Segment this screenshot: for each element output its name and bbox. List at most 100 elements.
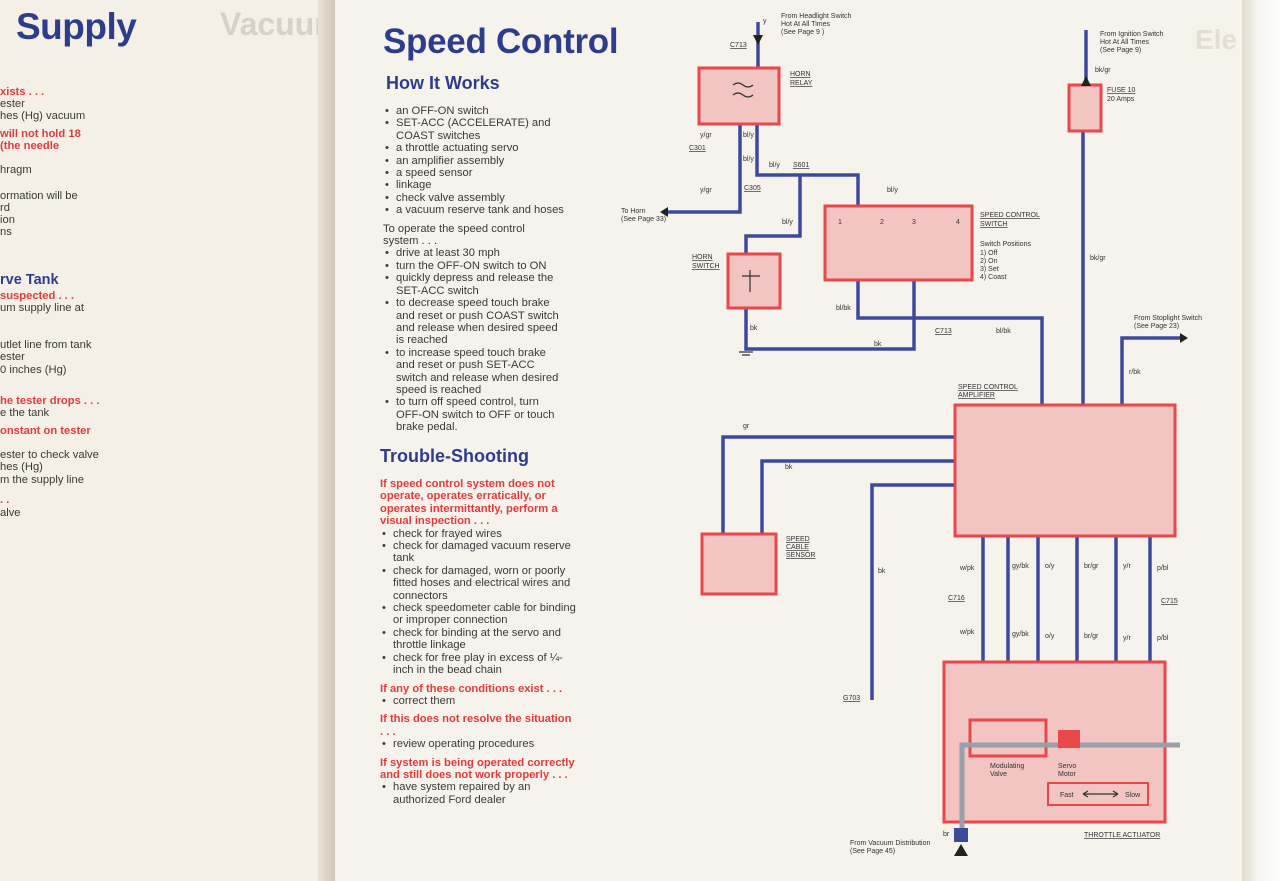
left-text-line: . .	[0, 494, 10, 506]
wire-label: y/gr	[700, 132, 712, 139]
list-item: a throttle actuating servo	[383, 142, 583, 155]
page-edge	[1242, 0, 1280, 881]
left-text-line: ester	[0, 98, 25, 110]
wire-label: p/bl	[1157, 565, 1169, 572]
servo-motor-label: Servo	[1058, 763, 1076, 770]
relay-coil-icon	[732, 82, 754, 98]
wire-label: bl/y	[743, 156, 754, 163]
modulating-valve-label: Valve	[990, 771, 1007, 778]
list-item: turn the OFF-ON switch to ON	[383, 260, 565, 273]
list-item: correct them	[380, 695, 576, 708]
fast-slow-box	[1047, 782, 1149, 806]
modulating-valve-label: Modulating	[990, 763, 1024, 770]
modulating-valve-box	[968, 718, 1048, 758]
throttle-actuator-box	[942, 660, 1167, 824]
list-item: linkage	[383, 179, 583, 192]
wire-label: bk/gr	[1090, 255, 1106, 262]
switch-positions-line: 1) Off	[980, 250, 997, 257]
slow-label: Slow	[1125, 792, 1141, 799]
left-text-line: will not hold 18	[0, 128, 81, 140]
wire-relay-ygr	[668, 95, 742, 214]
wire-s601-to-horn-switch	[744, 175, 802, 254]
connector-label: C716	[948, 595, 965, 602]
list-item: to decrease speed touch brake and reset …	[383, 297, 565, 347]
wire-label: bl/bk	[996, 328, 1011, 335]
connector-label: C715	[1161, 598, 1178, 605]
connector-label: C713	[730, 42, 747, 49]
left-text-line: ester	[0, 351, 25, 363]
wire-label: bl/y	[782, 219, 793, 226]
components	[660, 35, 1188, 856]
servo-motor-label: Motor	[1058, 771, 1077, 778]
wire-label: y/r	[1123, 563, 1131, 570]
horn-switch-label: HORN	[692, 254, 713, 261]
left-text-line: hragm	[0, 164, 32, 176]
inspection-lead: If speed control system does not operate…	[380, 478, 558, 528]
left-text-line: hes (Hg)	[0, 461, 43, 473]
left-text-line: 0 inches (Hg)	[0, 364, 67, 376]
left-text-line: onstant on tester	[0, 425, 91, 437]
switch-terminal: 4	[956, 219, 960, 226]
connector-label: C301	[689, 145, 706, 152]
wire-label: bl/bk	[836, 305, 851, 312]
operate-steps: drive at least 30 mph turn the OFF-ON sw…	[383, 247, 565, 433]
list-item: review operating procedures	[380, 738, 576, 751]
wire-label: bk	[750, 325, 758, 332]
wire-stoplight-rbk	[1120, 336, 1183, 405]
wire-label: bk	[874, 341, 882, 348]
switch-terminal: 1	[838, 219, 842, 226]
headlight-note-line: (See Page 9 )	[781, 29, 824, 36]
ignition-arrow-icon	[1081, 76, 1091, 86]
list-item: a speed sensor	[383, 167, 583, 180]
switch-label: SPEED CONTROL	[980, 212, 1040, 219]
checks-list: check for frayed wires check for damaged…	[380, 528, 576, 677]
left-text-line: xists . . .	[0, 86, 45, 98]
fast-label: Fast	[1060, 792, 1074, 799]
fast-slow-arrow-icon	[1082, 790, 1119, 798]
connector-label: G703	[843, 695, 860, 702]
switch-positions-line: 3) Set	[980, 266, 999, 273]
wire-label: bk	[785, 464, 793, 471]
amplifier-label: SPEED CONTROL	[958, 384, 1018, 391]
vacuum-connector	[954, 828, 968, 842]
wire-label: y/r	[1123, 635, 1131, 642]
switch-positions-line: 4) Coast	[980, 274, 1007, 281]
switch-positions-line: Switch Positions	[980, 241, 1031, 248]
list-item: check for frayed wires	[380, 528, 576, 541]
trouble-shooting-section: If speed control system does not operate…	[380, 478, 576, 806]
left-page-title: Supply	[16, 6, 137, 47]
left-subheading: rve Tank	[0, 272, 59, 288]
condition-heading: If any of these conditions exist . . .	[380, 682, 563, 695]
wire-bk-ground	[870, 483, 955, 700]
list-item: check valve assembly	[383, 192, 583, 205]
to-horn-arrow-icon	[660, 207, 668, 217]
wire-label: w/pk	[959, 565, 975, 572]
left-text-line: hes (Hg) vacuum	[0, 110, 86, 122]
headlight-note-line: From Headlight Switch	[781, 13, 852, 20]
wire-bk-sensor	[760, 459, 955, 534]
wire-switch-blbk	[856, 280, 1044, 405]
list-item: drive at least 30 mph	[383, 247, 565, 260]
wire-label: bl/y	[769, 162, 780, 169]
list-item: an amplifier assembly	[383, 155, 583, 168]
ground-icon	[739, 351, 753, 356]
horn-switch-label: SWITCH	[692, 263, 720, 270]
trouble-shooting-heading: Trouble-Shooting	[380, 446, 529, 466]
left-text-line: utlet line from tank	[0, 339, 92, 351]
wire-horn-switch-ground	[744, 280, 916, 351]
wire-label: p/bl	[1157, 635, 1169, 642]
list-item: to turn off speed control, turn OFF-ON s…	[383, 396, 565, 433]
operate-intro: To operate the speed control system . . …	[383, 222, 525, 248]
sensor-label: CABLE	[786, 544, 809, 551]
list-item: a vacuum reserve tank and hoses	[383, 204, 583, 217]
left-text-line: suspected . . .	[0, 290, 74, 302]
left-text-line: (the needle	[0, 140, 60, 152]
ignition-note-line: Hot At All Times	[1100, 39, 1150, 46]
sensor-label: SPEED	[786, 536, 810, 543]
connector-label: C713	[935, 328, 952, 335]
wire-label: y/gr	[700, 187, 712, 194]
condition-heading: If this does not resolve the situation .…	[380, 713, 572, 738]
speed-control-switch-box	[823, 204, 974, 282]
